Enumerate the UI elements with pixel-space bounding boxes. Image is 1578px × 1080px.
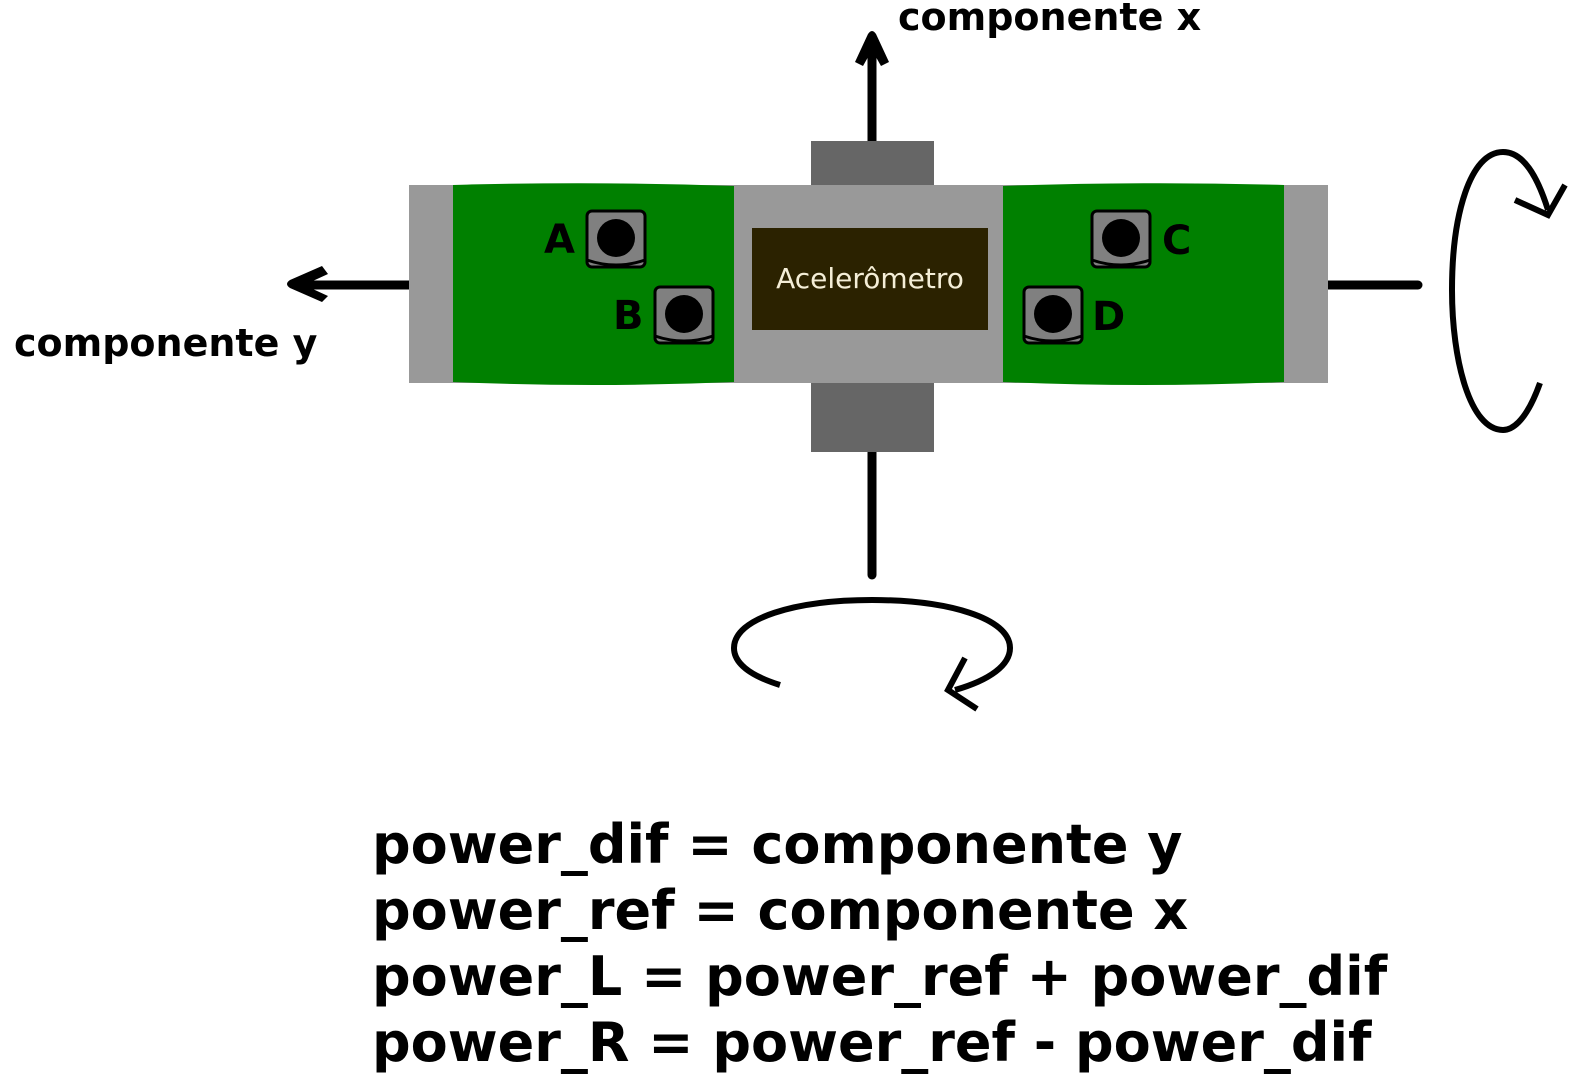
- y-axis: [287, 266, 1423, 302]
- formula-power-r: power_R = power_ref - power_dif: [372, 1011, 1372, 1074]
- x-axis-label: componente x: [898, 0, 1201, 39]
- bottom-post: [811, 382, 934, 452]
- button-d: [1022, 285, 1084, 345]
- button-a: [585, 209, 647, 269]
- top-post: [811, 141, 934, 188]
- x-axis-arrowhead: [855, 31, 889, 66]
- button-a-label: A: [544, 217, 575, 263]
- button-c-label: C: [1162, 218, 1191, 264]
- rotation-arrow-x-icon: [730, 596, 1014, 712]
- y-axis-arrowhead: [287, 266, 328, 302]
- button-c: [1090, 209, 1152, 269]
- formula-power-l: power_L = power_ref + power_dif: [372, 945, 1388, 1008]
- display-screen: [752, 228, 988, 330]
- rotation-arrow-y-icon: [1448, 148, 1568, 434]
- accelerometer-device: Acelerômetro A B C D: [409, 141, 1328, 452]
- y-axis-label: componente y: [14, 321, 318, 365]
- x-axis: [855, 31, 889, 580]
- button-b-label: B: [613, 293, 644, 339]
- formula-power-dif: power_dif = componente y: [372, 813, 1183, 876]
- button-b: [653, 285, 715, 345]
- formula-list: power_dif = componente y power_ref = com…: [372, 812, 1387, 1076]
- button-d-label: D: [1092, 294, 1125, 340]
- display-label: Acelerômetro: [776, 262, 964, 295]
- formula-power-ref: power_ref = componente x: [372, 879, 1189, 942]
